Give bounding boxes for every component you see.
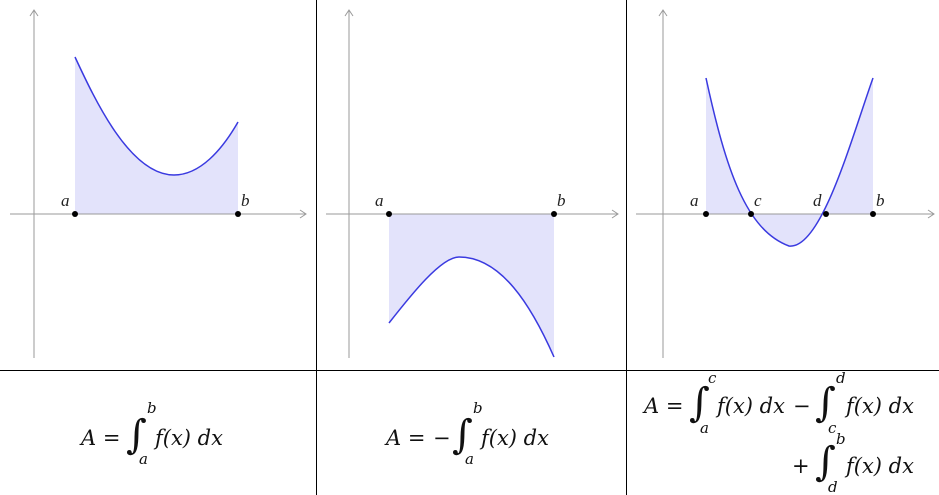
formula-1-integral-sign: ∫: [126, 412, 147, 458]
panel-1-curve: [74, 56, 239, 176]
formula-2-integrand: f(x) dx: [479, 426, 549, 450]
panel-3-point-b: [870, 211, 876, 217]
panel-3-point-a: [703, 211, 709, 217]
panel-2-svg: a b: [326, 9, 619, 358]
row-divider: [0, 370, 939, 371]
panel-1-formula: A = ∫ b a f(x) dx: [0, 370, 316, 495]
formula-2-integral-sign: ∫: [452, 412, 473, 458]
formula-3-lhs: A =: [642, 394, 683, 418]
panel-2-curve: [388, 256, 555, 358]
panel-3-label-c: c: [754, 191, 762, 210]
panel-1-formula-svg: A = ∫ b a f(x) dx: [79, 399, 223, 468]
panel-1-axes: [10, 9, 307, 358]
formula-2-minus-sign: −: [433, 426, 451, 450]
formula-1-lhs: A =: [79, 426, 120, 450]
panel-3-formula-svg: A = ∫ c a f(x) dx − ∫ d c f(x) dx + ∫ b …: [642, 370, 914, 495]
panel-1-label-a: a: [61, 191, 70, 210]
panel-1-label-b: b: [241, 191, 250, 210]
panel-2-formula: A = − ∫ b a f(x) dx: [316, 370, 626, 495]
formula-3-integral-sign-3: ∫: [815, 439, 836, 485]
formula-3-upper-limit-3: b: [836, 430, 846, 448]
formula-1-integrand: f(x) dx: [153, 426, 223, 450]
panel-1-point-a: [72, 211, 78, 217]
panel-2-axes: [326, 9, 619, 358]
formula-3-upper-limit-2: d: [836, 370, 846, 387]
panel-3-label-a: a: [690, 191, 699, 210]
panel-3-label-d: d: [813, 191, 822, 210]
formula-3-op-2: −: [793, 394, 811, 418]
panel-3-shaded-area: [706, 78, 873, 247]
panel-3-point-d: [823, 211, 829, 217]
panel-2-formula-svg: A = − ∫ b a f(x) dx: [384, 399, 549, 468]
panel-1-graph: a b: [0, 0, 316, 370]
panel-3-curve: [705, 77, 874, 247]
divider-1: [316, 0, 317, 495]
formula-2-lower-limit: a: [465, 450, 474, 468]
formula-3-lower-limit-2: c: [828, 419, 837, 437]
divider-2: [626, 0, 627, 495]
panel-1-svg: a b: [10, 9, 307, 358]
panel-3-axes: [636, 9, 935, 358]
panel-2-shaded-area: [389, 214, 554, 357]
panel-3-point-c: [748, 211, 754, 217]
formula-3-upper-limit-1: c: [708, 370, 717, 387]
panel-1-shaded-area: [75, 57, 238, 214]
formula-1-lower-limit: a: [139, 450, 148, 468]
panel-3-label-b: b: [876, 191, 885, 210]
formula-3-lower-limit-1: a: [700, 419, 709, 437]
panel-2-label-a: a: [375, 191, 384, 210]
panel-1-point-b: [235, 211, 241, 217]
formula-3-integrand-2: f(x) dx: [844, 394, 914, 418]
panel-3-formula: A = ∫ c a f(x) dx − ∫ d c f(x) dx + ∫ b …: [626, 370, 939, 495]
formula-3-op-3: +: [792, 454, 810, 478]
formula-3-integrand-3: f(x) dx: [844, 454, 914, 478]
panel-3-svg: a c d b: [636, 9, 935, 358]
panel-3-graph: a c d b: [626, 0, 939, 370]
formula-2-lhs: A =: [384, 426, 425, 450]
panel-2-graph: a b: [316, 0, 626, 370]
formula-1-upper-limit: b: [147, 399, 157, 417]
formula-2-upper-limit: b: [473, 399, 483, 417]
panel-2-point-b: [551, 211, 557, 217]
formula-3-integral-sign-2: ∫: [815, 380, 836, 426]
panel-2-point-a: [386, 211, 392, 217]
formula-3-integral-sign-1: ∫: [689, 380, 710, 426]
formula-3-lower-limit-3: d: [828, 478, 838, 495]
formula-3-integrand-1: f(x) dx: [715, 394, 785, 418]
panel-2-label-b: b: [557, 191, 566, 210]
